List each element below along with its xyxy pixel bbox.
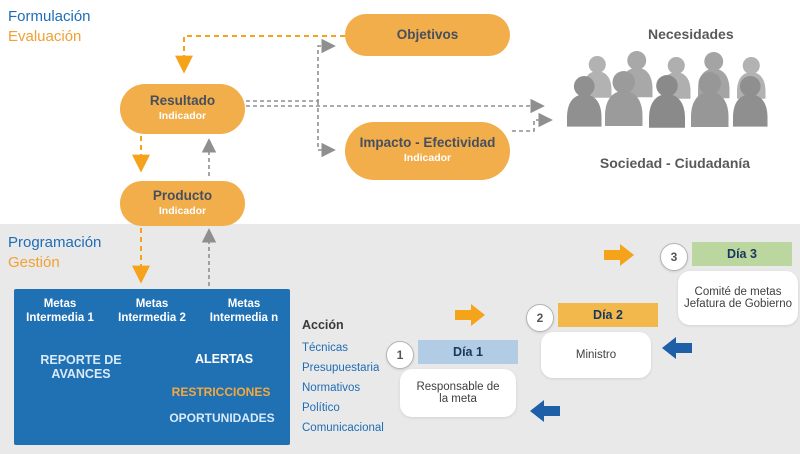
stage-3-box: Comité de metas Jefatura de Gobierno	[678, 271, 798, 325]
metas-restricciones: RESTRICCIONES	[171, 385, 271, 399]
forward-arrow-2-icon	[604, 244, 634, 266]
impacto-subtitle: Indicador	[403, 152, 452, 164]
arrow-impacto-to-sociedad	[512, 112, 553, 132]
stage-1-number: 1	[386, 341, 414, 369]
resultado-subtitle: Indicador	[158, 110, 207, 122]
arrow-resultado-to-impacto	[317, 101, 336, 158]
stage-3-dia-bar: Día 3	[692, 242, 792, 266]
arrow-resultado-to-objetivos	[246, 38, 336, 102]
metas-intermedias-box: Metas Intermedia 1 Metas Intermedia 2 Me…	[14, 289, 290, 445]
metas-alertas: ALERTAS	[194, 352, 254, 366]
producto-box: Producto Indicador	[120, 181, 245, 226]
producto-title: Producto	[152, 188, 213, 203]
metas-oportunidades: OPORTUNIDADES	[169, 411, 275, 425]
stage-1-box: Responsable de la meta	[400, 369, 516, 417]
label-sociedad-ciudadania: Sociedad - Ciudadanía	[599, 155, 751, 171]
impacto-title: Impacto - Efectividad	[359, 135, 496, 150]
label-formulacion: Formulación	[8, 8, 91, 25]
accion-item-comunicacional: Comunicacional	[302, 422, 384, 434]
resultado-title: Resultado	[149, 93, 216, 108]
producto-subtitle: Indicador	[158, 205, 207, 217]
stage-2-number: 2	[526, 304, 554, 332]
label-evaluacion: Evaluación	[8, 28, 82, 45]
objetivos-title: Objetivos	[396, 27, 459, 42]
arrow-objetivos-to-resultado	[175, 35, 345, 74]
stage-2-dia-bar: Día 2	[558, 303, 658, 327]
label-programacion: Programación	[8, 234, 102, 251]
accion-item-presupuestaria: Presupuestaria	[302, 362, 380, 374]
label-necesidades: Necesidades	[648, 26, 734, 42]
accion-item-normativos: Normativos	[302, 382, 361, 394]
back-arrow-1-icon	[662, 337, 692, 359]
accion-item-tecnicas: Técnicas	[302, 342, 349, 354]
metas-col-n: Metas Intermedia n	[209, 298, 279, 325]
back-arrow-2-icon	[530, 400, 560, 422]
stage-3-number: 3	[660, 243, 688, 271]
metas-reporte-avances: REPORTE DE AVANCES	[40, 353, 122, 381]
impacto-box: Impacto - Efectividad Indicador	[345, 122, 510, 180]
metas-col-1: Metas Intermedia 1	[26, 298, 94, 325]
crowd-people-icon	[567, 51, 768, 128]
resultado-box: Resultado Indicador	[120, 84, 245, 134]
label-gestion: Gestión	[8, 254, 60, 271]
accion-item-politico: Político	[302, 402, 340, 414]
objetivos-box: Objetivos	[345, 14, 510, 56]
accion-label: Acción	[302, 318, 344, 332]
stage-1-dia-bar: Día 1	[418, 340, 518, 364]
metas-col-2: Metas Intermedia 2	[118, 298, 186, 325]
stage-2-box: Ministro	[541, 332, 651, 378]
forward-arrow-1-icon	[455, 304, 485, 326]
